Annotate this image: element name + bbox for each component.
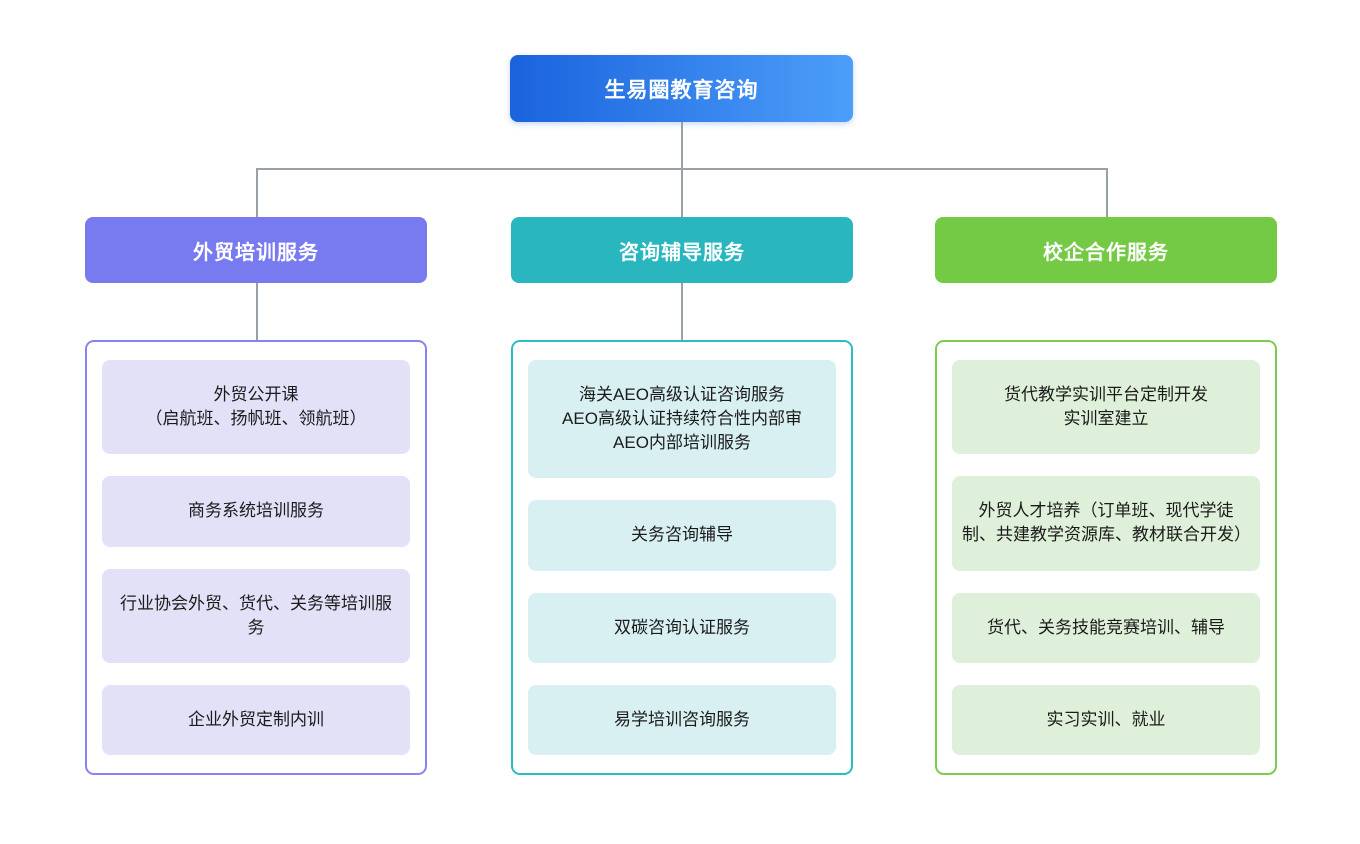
branch-container: 货代教学实训平台定制开发 实训室建立外贸人才培养（订单班、现代学徒制、共建教学资… [935,340,1277,775]
connector-drop-left [256,168,258,217]
connector-header-middle [681,283,683,341]
branch-item[interactable]: 行业协会外贸、货代、关务等培训服务 [102,568,410,663]
connector-header-left [256,283,258,341]
branch-item[interactable]: 外贸人才培养（订单班、现代学徒制、共建教学资源库、教材联合开发） [952,476,1260,571]
branch-item[interactable]: 易学培训咨询服务 [528,684,836,755]
branch-item[interactable]: 实习实训、就业 [952,684,1260,755]
branch-item[interactable]: 货代、关务技能竞赛培训、辅导 [952,592,1260,663]
branch-item[interactable]: 双碳咨询认证服务 [528,592,836,663]
branch-column: 咨询辅导服务 海关AEO高级认证咨询服务 AEO高级认证持续符合性内部审 AEO… [511,217,853,775]
branch-column: 校企合作服务 货代教学实训平台定制开发 实训室建立外贸人才培养（订单班、现代学徒… [935,217,1277,775]
root-node[interactable]: 生易圈教育咨询 [510,55,853,122]
branch-container: 外贸公开课 （启航班、扬帆班、领航班） 商务系统培训服务行业协会外贸、货代、关务等… [85,340,427,775]
branch-item[interactable]: 关务咨询辅导 [528,500,836,571]
branch-item[interactable]: 企业外贸定制内训 [102,684,410,755]
connector-root-down [681,122,683,169]
branch-header[interactable]: 咨询辅导服务 [511,217,853,283]
branch-item[interactable]: 海关AEO高级认证咨询服务 AEO高级认证持续符合性内部审 AEO内部培训服务 [528,360,836,479]
branch-item[interactable]: 货代教学实训平台定制开发 实训室建立 [952,360,1260,455]
connector-drop-right [1106,168,1108,217]
branch-header[interactable]: 校企合作服务 [935,217,1277,283]
branch-item[interactable]: 外贸公开课 （启航班、扬帆班、领航班） [102,360,410,455]
connector-drop-middle [681,168,683,217]
branch-column: 外贸培训服务 外贸公开课 （启航班、扬帆班、领航班） 商务系统培训服务行业协会外贸… [85,217,427,775]
branch-header[interactable]: 外贸培训服务 [85,217,427,283]
branch-item[interactable]: 商务系统培训服务 [102,476,410,547]
branch-container: 海关AEO高级认证咨询服务 AEO高级认证持续符合性内部审 AEO内部培训服务关… [511,340,853,775]
